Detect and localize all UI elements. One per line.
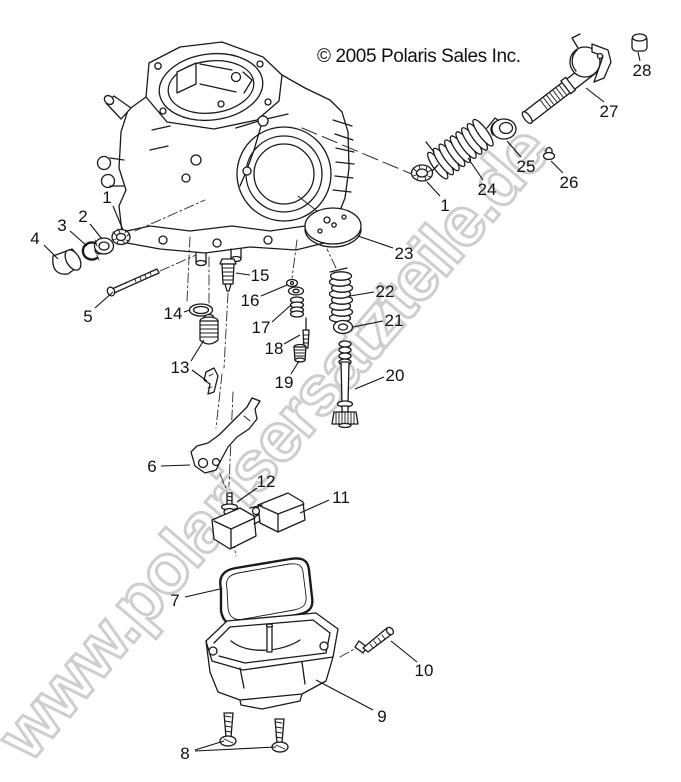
part-2-seal <box>93 237 115 255</box>
part-6-bracket <box>190 397 261 492</box>
part-21-washer <box>332 319 354 335</box>
leader-line-24 <box>467 157 484 181</box>
copyright-text: © 2005 Polaris Sales Inc. <box>317 46 521 67</box>
leader-line-13 <box>191 369 208 382</box>
callout-label-20-19: 20 <box>386 366 405 385</box>
part-9-float-bowl <box>205 612 339 710</box>
leader-line-16 <box>260 284 288 297</box>
part-4-cap <box>52 248 82 275</box>
callout-label-9-8: 9 <box>377 707 386 726</box>
leader-line-23 <box>357 235 394 249</box>
part-23-cover-disc <box>304 207 362 248</box>
part-20-pilot-screw <box>331 340 359 429</box>
leader-line-21 <box>352 320 384 328</box>
leader-line-17 <box>271 304 292 323</box>
callout-label-26-25: 26 <box>560 173 579 192</box>
part-25-ring <box>490 118 517 140</box>
callout-label-8-7: 8 <box>180 744 189 763</box>
part-5-screw <box>106 268 160 297</box>
callout-label-14-13: 14 <box>164 304 183 323</box>
part-11-float <box>211 492 306 550</box>
part-24-spring <box>425 117 500 180</box>
callout-label-28-27: 28 <box>633 61 652 80</box>
leader-line-28 <box>637 51 641 62</box>
leader-line-14 <box>183 309 191 313</box>
part-28-cap <box>631 33 648 52</box>
callout-label-23-22: 23 <box>395 244 414 263</box>
callout-label-19-18: 19 <box>275 373 294 392</box>
leader-line-18 <box>283 334 301 345</box>
callout-label-27-26: 27 <box>600 102 619 121</box>
assembly-axis-lines <box>134 127 415 658</box>
callout-label-4-3: 4 <box>30 229 39 248</box>
callout-label-13-12: 13 <box>171 358 190 377</box>
part-3-clip <box>81 239 100 261</box>
part-22-spring <box>328 267 354 323</box>
leader-line-25 <box>506 140 522 158</box>
leader-line-6 <box>160 464 191 467</box>
carburetor-body-part <box>96 41 355 267</box>
callout-label-17-16: 17 <box>252 318 271 337</box>
leader-line-3 <box>69 230 88 247</box>
leader-line-8 <box>194 746 277 752</box>
part-13-plunger <box>199 313 219 395</box>
callout-label-5-4: 5 <box>83 307 92 326</box>
leader-line-9 <box>315 679 374 711</box>
callout-label-7-6: 7 <box>170 591 179 610</box>
leader-line-7 <box>184 588 221 598</box>
part-10-drain-screw <box>354 626 395 654</box>
leader-line-1 <box>426 181 441 197</box>
part-18-needle <box>302 317 310 349</box>
callout-label-10-9: 10 <box>415 661 434 680</box>
callout-label-6-5: 6 <box>147 457 156 476</box>
part-1-washer-right <box>410 164 434 182</box>
callout-label-3-2: 3 <box>57 216 66 235</box>
callout-label-21-20: 21 <box>385 311 404 330</box>
part-8-screws <box>219 712 289 753</box>
part-1-washer-left <box>111 228 131 246</box>
leader-line-19 <box>290 360 300 375</box>
callout-label-1-0: 1 <box>102 188 111 207</box>
leader-line-12 <box>236 487 258 503</box>
part-17-spring <box>287 286 305 318</box>
callout-label-12-11: 12 <box>257 472 276 491</box>
part-15-jet <box>219 258 237 292</box>
leader-line-2 <box>89 223 103 240</box>
callout-label-2-1: 2 <box>78 207 87 226</box>
callout-label-16-15: 16 <box>241 291 260 310</box>
part-19-needle-jet <box>293 343 307 363</box>
leader-line-22 <box>349 291 375 297</box>
leader-line-10 <box>390 640 418 663</box>
callout-label-11-10: 11 <box>332 488 350 507</box>
callout-label-22-21: 22 <box>376 282 395 301</box>
part-16-clip <box>285 278 299 288</box>
leader-line-26 <box>550 160 564 174</box>
callout-label-1-28: 1 <box>440 196 449 215</box>
part-27-choke-shaft <box>521 33 612 125</box>
leader-line-4 <box>43 244 59 260</box>
leader-line-27 <box>585 87 605 103</box>
callout-label-18-17: 18 <box>265 339 284 358</box>
leader-line-15 <box>235 272 251 276</box>
leader-line-1 <box>112 205 124 231</box>
callout-label-25-24: 25 <box>517 157 536 176</box>
leader-line-20 <box>354 376 385 390</box>
leader-line-8 <box>194 740 225 751</box>
callout-label-24-23: 24 <box>478 180 497 199</box>
part-26-screw <box>542 146 556 161</box>
leader-line-5 <box>94 291 114 309</box>
callout-label-15-14: 15 <box>251 266 270 285</box>
leader-line-11 <box>299 499 330 514</box>
leader-line-13 <box>190 339 205 362</box>
